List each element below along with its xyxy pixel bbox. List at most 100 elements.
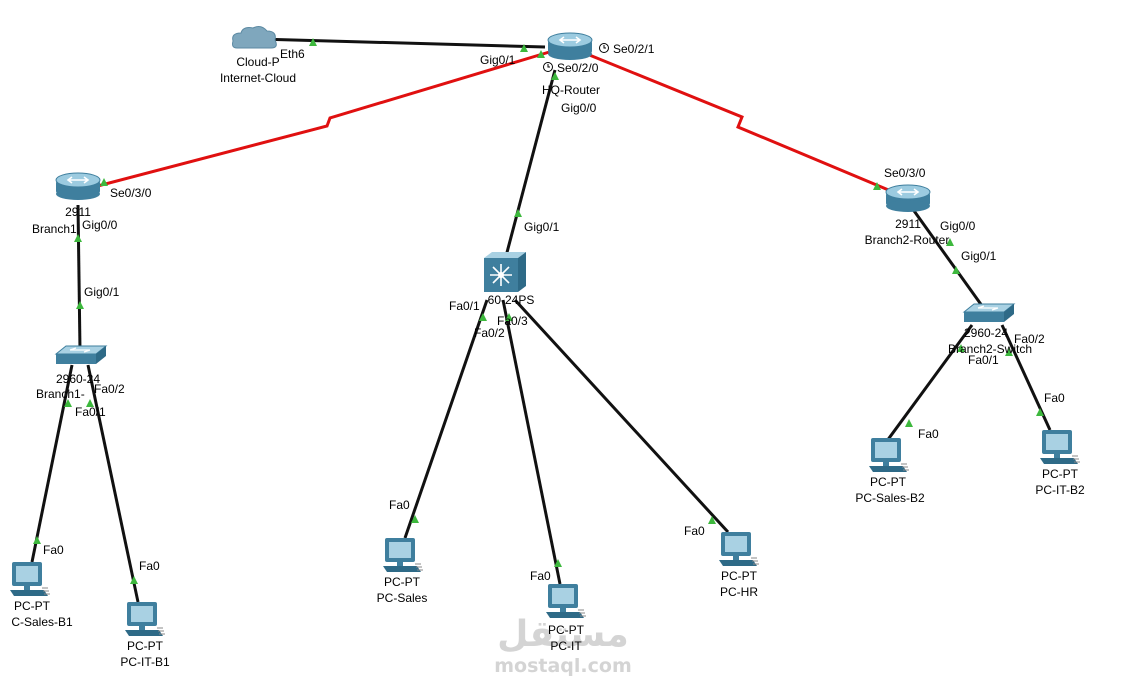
branch1-router-type-label: 2911 [65, 205, 91, 219]
cloud-name-label: Internet-Cloud [220, 71, 296, 85]
port-up-icon [33, 536, 41, 544]
port-label: Gig0/0 [82, 218, 118, 232]
pc-icon[interactable] [124, 601, 166, 637]
port-up-icon [708, 516, 716, 524]
port-label: Fa0/2 [474, 326, 505, 340]
port-label: Fa0 [139, 559, 160, 573]
port-up-icon [64, 399, 72, 407]
cloud-type-label: Cloud-P [236, 55, 279, 69]
pc-icon[interactable] [718, 531, 760, 567]
port-label: Gig0/1 [961, 249, 997, 263]
port-label: Gig0/0 [940, 219, 976, 233]
port-up-icon [554, 559, 562, 567]
hq-router-name-label: HQ-Router [542, 83, 600, 97]
router-icon[interactable] [547, 32, 593, 61]
pc-name-label: PC-IT-B1 [120, 655, 170, 669]
link-hqsw-pc-hr[interactable] [513, 298, 730, 534]
watermark-arabic: مستقل [497, 614, 629, 655]
port-label: Fa0 [43, 543, 64, 557]
port-label: Fa0/1 [75, 405, 106, 419]
multilayer-switch-icon[interactable] [483, 251, 527, 293]
pc-type-label: PC-PT [1042, 467, 1079, 481]
pc-name-label: PC-IT-B2 [1035, 483, 1085, 497]
router-icon[interactable] [55, 172, 101, 201]
port-label: Fa0/2 [94, 382, 125, 396]
port-label: Se0/3/0 [110, 186, 152, 200]
port-up-icon [479, 313, 487, 321]
pc-name-label: PC-HR [720, 585, 758, 599]
port-label: Fa0/2 [1014, 332, 1045, 346]
link-b2sw-pc-sales-b2[interactable] [882, 324, 974, 446]
link-branch2-switch[interactable] [910, 207, 987, 311]
link-hq-hqswitch[interactable] [503, 69, 557, 261]
pc-name-label: PC-Sales-B2 [855, 491, 925, 505]
clock-icon [599, 43, 609, 53]
pc-icon[interactable] [1039, 429, 1081, 465]
port-up-icon [411, 515, 419, 523]
pc-name-label: C-Sales-B1 [11, 615, 73, 629]
port-label: Fa0 [1044, 391, 1065, 405]
port-label: Fa0 [389, 498, 410, 512]
port-label: Gig0/0 [561, 101, 597, 115]
pc-icon[interactable] [545, 583, 587, 619]
branch2-router-type-label: 2911 [895, 217, 921, 231]
port-up-icon [86, 399, 94, 407]
port-up-icon [100, 178, 108, 186]
port-up-icon [505, 313, 513, 321]
watermark: مستقل mostaql.com [494, 614, 632, 677]
port-label: Gig0/1 [480, 53, 516, 67]
clock-icon [543, 62, 553, 72]
link-cloud-hq[interactable] [257, 37, 546, 49]
link-b1sw-pc-sales-b1[interactable] [30, 364, 74, 563]
branch1-router-name-label: Branch1 [32, 222, 77, 236]
port-label: Se0/3/0 [884, 166, 926, 180]
switch-icon[interactable] [55, 345, 107, 365]
switch-icon[interactable] [963, 303, 1015, 323]
port-label: Fa0 [918, 427, 939, 441]
link-hqsw-pc-it[interactable] [501, 299, 562, 585]
port-up-icon [537, 50, 545, 58]
port-up-icon [309, 38, 317, 46]
pc-type-label: PC-PT [384, 575, 421, 589]
port-label: Fa0 [684, 524, 705, 538]
links [30, 37, 1052, 603]
port-up-icon [957, 344, 965, 352]
link-branch1-switch[interactable] [76, 204, 82, 351]
cloud-icon[interactable] [232, 26, 277, 49]
pc-type-label: PC-PT [14, 599, 51, 613]
port-label: Se0/2/0 [557, 61, 599, 75]
link-b1sw-pc-it-b1[interactable] [86, 364, 140, 603]
pc-type-label: PC-PT [127, 639, 164, 653]
port-label: Eth6 [280, 47, 305, 61]
port-up-icon [76, 301, 84, 309]
pc-type-label: PC-PT [870, 475, 907, 489]
pc-icon[interactable] [868, 437, 910, 473]
pc-type-label: PC-PT [721, 569, 758, 583]
port-up-icon [1005, 348, 1013, 356]
pc-icon[interactable] [382, 537, 424, 573]
port-up-icon [905, 419, 913, 427]
pc-icon[interactable] [9, 561, 51, 597]
pc-name-label: PC-Sales [377, 591, 428, 605]
device-labels: Cloud-P Internet-Cloud HQ-Router 2911 Br… [11, 55, 1085, 669]
hq-switch-type-label: 60-24PS [488, 293, 535, 307]
port-up-icon [952, 266, 960, 274]
port-status-markers [33, 38, 1044, 584]
link-hq-branch1-serial[interactable] [89, 48, 557, 190]
port-label: Se0/2/1 [613, 42, 655, 56]
branch2-switch-type-label: 2960-24 [964, 326, 1008, 340]
link-hqsw-pc-sales[interactable] [403, 299, 489, 539]
router-icon[interactable] [885, 184, 931, 213]
port-up-icon [520, 44, 528, 52]
branch2-router-name-label: Branch2-Router [865, 233, 950, 247]
port-label: Gig0/1 [524, 220, 560, 234]
branch2-switch-name-label: Branch2-Switch [948, 342, 1032, 356]
port-label: Gig0/1 [84, 285, 120, 299]
port-up-icon [1036, 408, 1044, 416]
link-hq-branch2-serial[interactable] [581, 50, 904, 198]
port-up-icon [130, 576, 138, 584]
port-up-icon [551, 72, 559, 80]
port-label: Fa0/3 [497, 314, 528, 328]
port-labels: Eth6 Gig0/1 Se0/2/1 Se0/2/0 Gig0/0 Se0/3… [43, 42, 1065, 583]
